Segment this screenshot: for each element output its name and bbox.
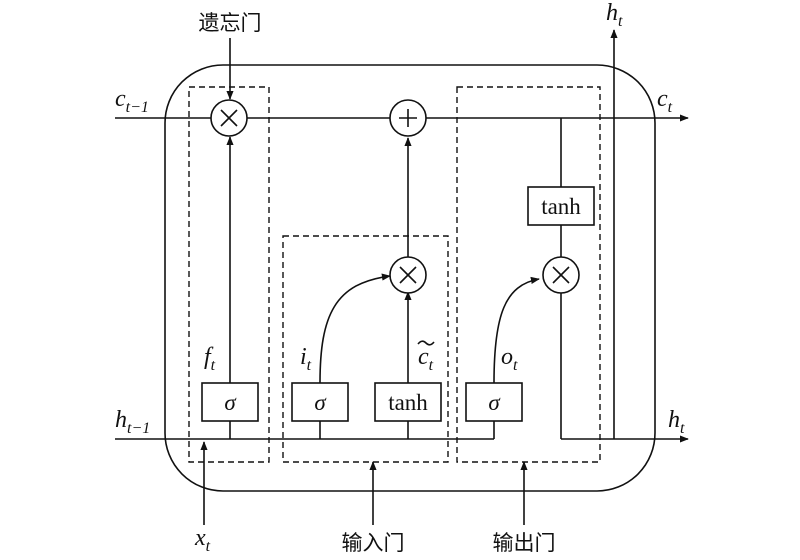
output-tanh-box: tanh [527,186,595,226]
output-sigma-curve [493,276,540,384]
c-tilde-label: ct [417,340,435,374]
input-sigma-curve [319,273,391,384]
output-gate-label: 输出门 [493,531,556,555]
x-input-label: xt [194,525,211,555]
h-next-right-label: ht [668,407,685,437]
input-multiply-node [389,256,427,294]
svg-text:tanh: tanh [388,390,428,415]
c-prev-label: ct−1 [115,86,149,116]
svg-text:σ: σ [488,390,501,415]
h-prev-label: ht−1 [115,407,150,437]
forget-gate-region [188,86,270,463]
output-sigma-box: σ [465,382,523,422]
f-gate-label: ft [204,344,216,374]
output-gate-region [456,86,601,463]
i-gate-label: it [300,344,312,374]
svg-text:tanh: tanh [541,194,581,219]
svg-text:σ: σ [224,390,237,415]
input-sigma-box: σ [291,382,349,422]
forget-sigma-box: σ [201,382,259,422]
input-gate-label: 输入门 [342,531,405,555]
svg-text:σ: σ [314,390,327,415]
input-gate-region [282,235,449,463]
h-next-top-label: ht [606,0,623,30]
o-gate-label: ot [501,344,518,374]
cell-boundary [164,64,656,492]
add-node [389,99,427,137]
forget-gate-label: 遗忘门 [199,11,262,35]
svg-text:ct: ct [418,344,434,374]
output-multiply-node [542,256,580,294]
c-next-label: ct [657,86,673,116]
forget-multiply-node [210,99,248,137]
input-tanh-box: tanh [374,382,442,422]
